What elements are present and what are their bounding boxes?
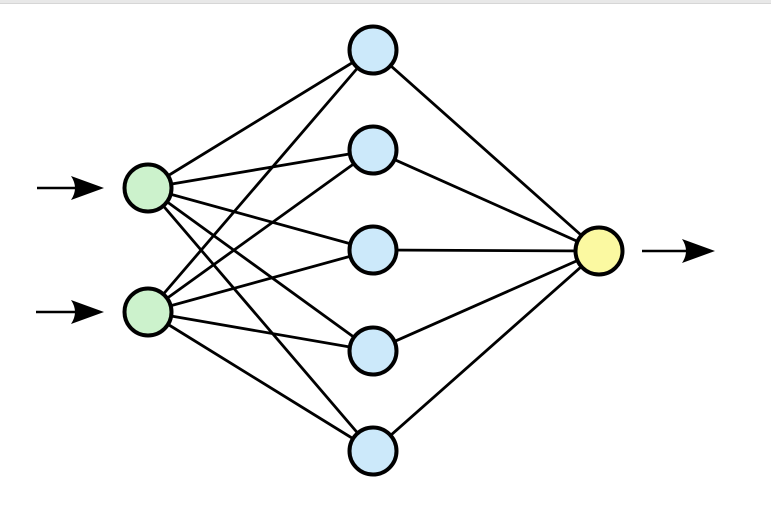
edge-i2-h3 bbox=[147, 248, 374, 314]
input-arrow-2-icon bbox=[71, 300, 104, 324]
input-node-1 bbox=[122, 162, 174, 214]
hidden-node-3 bbox=[347, 224, 399, 276]
output-node-1 bbox=[573, 225, 625, 277]
edge-h1-o1 bbox=[372, 48, 600, 253]
hidden-node-1 bbox=[347, 24, 399, 76]
edge-h2-o1 bbox=[372, 148, 600, 253]
hidden-node-4 bbox=[347, 325, 399, 377]
edge-i2-h4 bbox=[147, 310, 374, 353]
hidden-node-5 bbox=[347, 425, 399, 477]
edge-i1-h5 bbox=[146, 187, 375, 452]
edge-h4-o1 bbox=[372, 249, 600, 353]
input-arrow-1-icon bbox=[71, 176, 104, 200]
edge-i1-h1 bbox=[147, 48, 374, 190]
output-arrow-icon bbox=[682, 239, 715, 263]
input-node-2 bbox=[122, 286, 174, 338]
edge-h5-o1 bbox=[372, 249, 600, 453]
hidden-node-2 bbox=[347, 124, 399, 176]
edge-i2-h1 bbox=[146, 49, 375, 313]
edge-i1-h2 bbox=[147, 148, 374, 190]
top-window-strip bbox=[0, 0, 771, 4]
edge-i1-h4 bbox=[147, 186, 374, 353]
edge-i1-h3 bbox=[147, 186, 374, 252]
edge-i2-h5 bbox=[147, 310, 374, 453]
edge-h3-o1 bbox=[372, 248, 600, 253]
edge-i2-h2 bbox=[147, 148, 374, 314]
